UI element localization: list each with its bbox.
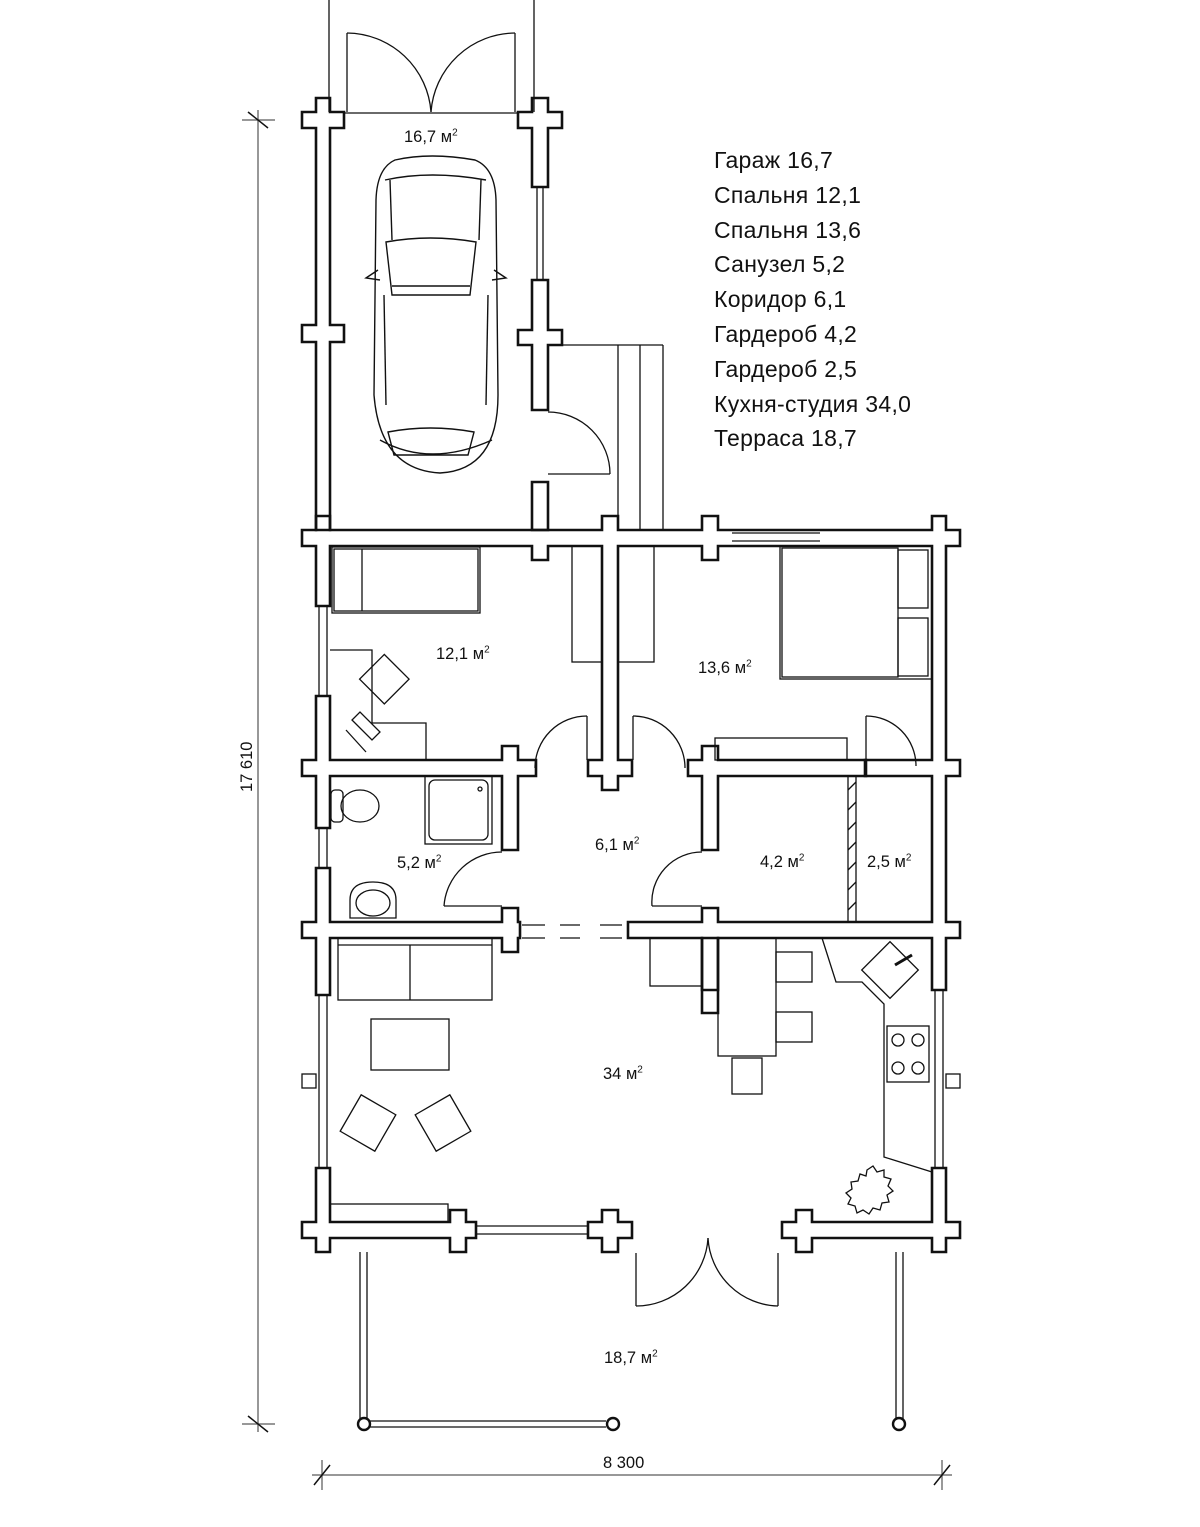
area-value: 12,1 (436, 645, 469, 663)
legend-item: Гараж 16,7 (714, 147, 834, 173)
area-value: 16,7 (404, 128, 437, 146)
area-label-bedroom-1: 12,1 м2 (436, 645, 490, 664)
area-unit: м (894, 853, 906, 871)
legend-item: Гардероб 2,5 (714, 355, 858, 382)
area-label-corridor: 6,1 м2 (595, 836, 639, 855)
living-furniture (329, 937, 493, 1223)
area-unit: м (640, 1349, 653, 1367)
garage-door (547, 411, 611, 475)
bathroom-fixtures (330, 775, 493, 919)
area-label-garage: 16,7 м2 (404, 128, 458, 147)
bedroom-2-furniture (714, 545, 933, 761)
area-value: 18,7 (604, 1349, 637, 1367)
area-label-wardrobe-1: 4,2 м2 (760, 853, 804, 872)
area-unit: м (787, 853, 799, 871)
corridor-opening (522, 924, 622, 939)
legend-item: Кухня-студия 34,0 (714, 390, 912, 417)
area-unit-power: 2 (798, 852, 805, 864)
area-label-bedroom-2: 13,6 м2 (698, 659, 752, 678)
car-icon (364, 155, 508, 474)
bedroom-1-furniture (330, 545, 655, 760)
area-value: 34 (603, 1065, 622, 1083)
horizontal-dimension-line (312, 1460, 952, 1490)
area-unit-power: 2 (435, 853, 442, 865)
area-unit: м (472, 645, 485, 663)
area-value: 6,1 (595, 836, 618, 854)
terrace (356, 1252, 907, 1432)
legend-item: Спальня 12,1 (714, 181, 862, 208)
area-unit-power: 2 (633, 835, 640, 847)
legend-item: Коридор 6,1 (714, 286, 847, 313)
area-value: 5,2 (397, 854, 420, 872)
garage-walls (300, 96, 564, 532)
area-unit-power: 2 (637, 1064, 643, 1076)
room-legend: Гараж 16,7 Спальня 12,1 Спальня 13,6 Сан… (714, 143, 911, 456)
kitchen-furniture (649, 937, 933, 1173)
legend-item: Санузел 5,2 (714, 251, 846, 278)
garage-side-window (536, 188, 544, 280)
vertical-dimension-line (242, 110, 275, 1433)
area-label-wardrobe-2: 2,5 м2 (867, 853, 911, 872)
plant-icon (844, 1165, 895, 1215)
doors (443, 715, 917, 1307)
area-unit: м (622, 836, 634, 854)
wardrobe-partition (847, 775, 857, 923)
area-value: 4,2 (760, 853, 783, 871)
area-unit-power: 2 (905, 852, 912, 864)
area-unit: м (424, 854, 436, 872)
area-value: 2,5 (867, 853, 890, 871)
area-unit-power: 2 (452, 127, 458, 139)
area-label-kitchen-studio: 34 м2 (603, 1065, 643, 1084)
dimension-width-label: 8 300 (603, 1454, 645, 1472)
legend-item: Спальня 13,6 (714, 216, 862, 243)
area-unit: м (625, 1065, 638, 1083)
area-unit-power: 2 (652, 1348, 658, 1360)
wall-row-1 (300, 514, 962, 1254)
area-value: 13,6 (698, 659, 731, 677)
garage-gate (328, 0, 535, 114)
windows (301, 532, 961, 1235)
area-label-terrace: 18,7 м2 (604, 1349, 658, 1368)
area-unit: м (734, 659, 747, 677)
stairs (548, 344, 664, 530)
legend-item: Гардероб 4,2 (714, 320, 858, 347)
area-unit: м (440, 128, 453, 146)
area-unit-power: 2 (746, 658, 752, 670)
legend-item: Терраса 18,7 (714, 425, 857, 452)
area-unit-power: 2 (484, 644, 490, 656)
area-label-bathroom: 5,2 м2 (397, 854, 441, 873)
dimension-length-label: 17 610 (238, 741, 256, 792)
